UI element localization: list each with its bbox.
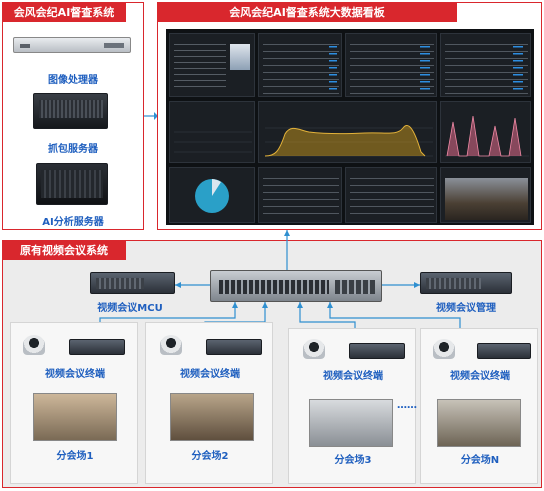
person-photo <box>230 44 250 70</box>
codec-icon <box>69 339 125 355</box>
table-links <box>420 46 430 92</box>
terminal-group-1: 视频会议终端 分会场1 <box>10 322 138 484</box>
spike-chart-panel <box>440 101 531 163</box>
switch-ports-icon <box>219 280 329 294</box>
room-label-1: 分会场1 <box>56 451 94 462</box>
table-links <box>329 46 337 92</box>
meeting-room-image-3 <box>309 399 393 447</box>
dashboard-screen <box>166 29 534 225</box>
meeting-room-image-2 <box>170 393 254 441</box>
image-processor-device <box>13 37 131 53</box>
table-lines <box>350 178 434 218</box>
led-icon <box>20 44 30 48</box>
table-links <box>513 46 523 92</box>
mgmt-server-device <box>420 272 512 294</box>
terminal-label-3: 视频会议终端 <box>323 371 383 382</box>
conference-info-panel <box>169 33 255 97</box>
camera-icon <box>433 339 455 359</box>
pie-chart <box>195 179 229 213</box>
meeting-table-panel <box>258 167 342 223</box>
codec-icon <box>349 343 405 359</box>
meeting-room-video <box>445 178 528 220</box>
terminal-group-2: 视频会议终端 分会场2 <box>145 322 273 484</box>
ai-analysis-server-device <box>36 163 108 205</box>
image-processor-label: 图像处理器 <box>48 75 98 86</box>
pink-spike-chart <box>445 115 529 157</box>
capture-server-device <box>33 93 108 129</box>
bay-icon <box>41 170 103 198</box>
terminal-group-3: 视频会议终端 分会场3 <box>288 328 416 484</box>
ai-analysis-server-label: AI分析服务器 <box>42 217 104 228</box>
bay-icon <box>96 278 144 289</box>
camera-icon <box>23 335 45 355</box>
flat-line-chart <box>174 131 252 153</box>
alert-table-panel <box>440 33 531 97</box>
video-conf-system-title: 原有视频会议系统 <box>2 240 126 260</box>
mgmt-label: 视频会议管理 <box>436 303 496 314</box>
codec-icon <box>477 343 531 359</box>
dashboard-box: 会风会纪AI督查系统大数据看板 <box>157 2 542 230</box>
mcu-device <box>90 272 175 294</box>
terminal-label-2: 视频会议终端 <box>180 369 240 380</box>
area-chart-panel <box>258 101 437 163</box>
table-lines <box>263 44 339 94</box>
meeting-room-image-n <box>437 399 521 447</box>
attendance-table-panel <box>258 33 342 97</box>
ai-system-title: 会风会纪AI督查系统 <box>2 2 126 22</box>
terminal-group-n: 视频会议终端 分会场N <box>420 328 538 484</box>
live-video-panel <box>440 167 531 223</box>
camera-icon <box>303 339 325 359</box>
table-lines <box>263 178 339 218</box>
port-icon <box>104 43 124 48</box>
more-rooms-ellipsis: …… <box>397 400 417 411</box>
violation-table-panel <box>345 33 437 97</box>
bay-icon <box>426 278 481 289</box>
info-lines <box>174 44 226 92</box>
meeting-room-image-1 <box>33 393 117 441</box>
dashboard-title: 会风会纪AI督查系统大数据看板 <box>157 2 457 22</box>
left-to-dashboard-arrow <box>144 112 158 120</box>
terminal-label-n: 视频会议终端 <box>450 371 510 382</box>
ai-system-box: 会风会纪AI督查系统 图像处理器 抓包服务器 AI分析服务器 <box>2 2 144 230</box>
detail-table-panel <box>345 167 437 223</box>
room-label-n: 分会场N <box>460 455 500 466</box>
vent-icon <box>39 100 103 118</box>
terminal-label-1: 视频会议终端 <box>45 369 105 380</box>
gold-area-chart <box>265 125 433 157</box>
room-label-2: 分会场2 <box>191 451 229 462</box>
trend-chart-panel <box>169 101 255 163</box>
uplink-ports-icon <box>335 280 375 294</box>
network-switch-device <box>210 270 382 302</box>
room-label-3: 分会场3 <box>334 455 372 466</box>
pie-chart-panel <box>169 167 255 223</box>
capture-server-label: 抓包服务器 <box>48 144 98 155</box>
codec-icon <box>206 339 262 355</box>
mcu-label: 视频会议MCU <box>97 303 163 314</box>
camera-icon <box>160 335 182 355</box>
